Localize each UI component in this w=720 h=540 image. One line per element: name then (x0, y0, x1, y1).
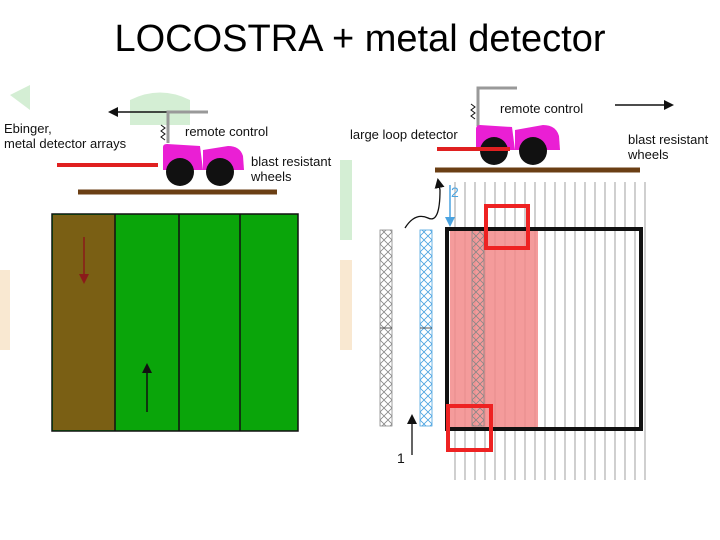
right-diagram: remote control large loop detector blast… (350, 86, 712, 480)
right-detector-label: large loop detector (350, 127, 458, 142)
pass-1-label: 1 (397, 450, 405, 466)
survey-frame (445, 227, 643, 431)
left-robot-icon (163, 144, 244, 186)
red-marker-top (484, 204, 530, 250)
left-wheels-label: blast resistant wheels (250, 154, 335, 184)
pass-connector-arrow (404, 178, 445, 229)
right-robot-icon (476, 125, 560, 165)
right-remote-label: remote control (500, 101, 583, 116)
red-marker-bottom (446, 404, 493, 452)
right-antenna-icon (476, 86, 517, 126)
hatched-pass-right (471, 229, 485, 427)
left-remote-label: remote control (185, 124, 268, 139)
left-signal-icon (160, 124, 166, 141)
right-signal-icon (470, 103, 476, 120)
left-antenna-icon (166, 110, 208, 143)
watermark-background (0, 85, 352, 350)
scanned-area (450, 228, 538, 428)
slide-title: LOCOSTRA + metal detector (114, 18, 606, 60)
left-field (51, 213, 299, 432)
right-wheels-label: blast resistant wheels (627, 132, 712, 162)
left-detector-label: Ebinger, metal detector arrays (4, 121, 127, 151)
left-diagram: Ebinger, metal detector arrays remote co… (4, 107, 335, 432)
pass-2-label: 2 (451, 184, 459, 200)
